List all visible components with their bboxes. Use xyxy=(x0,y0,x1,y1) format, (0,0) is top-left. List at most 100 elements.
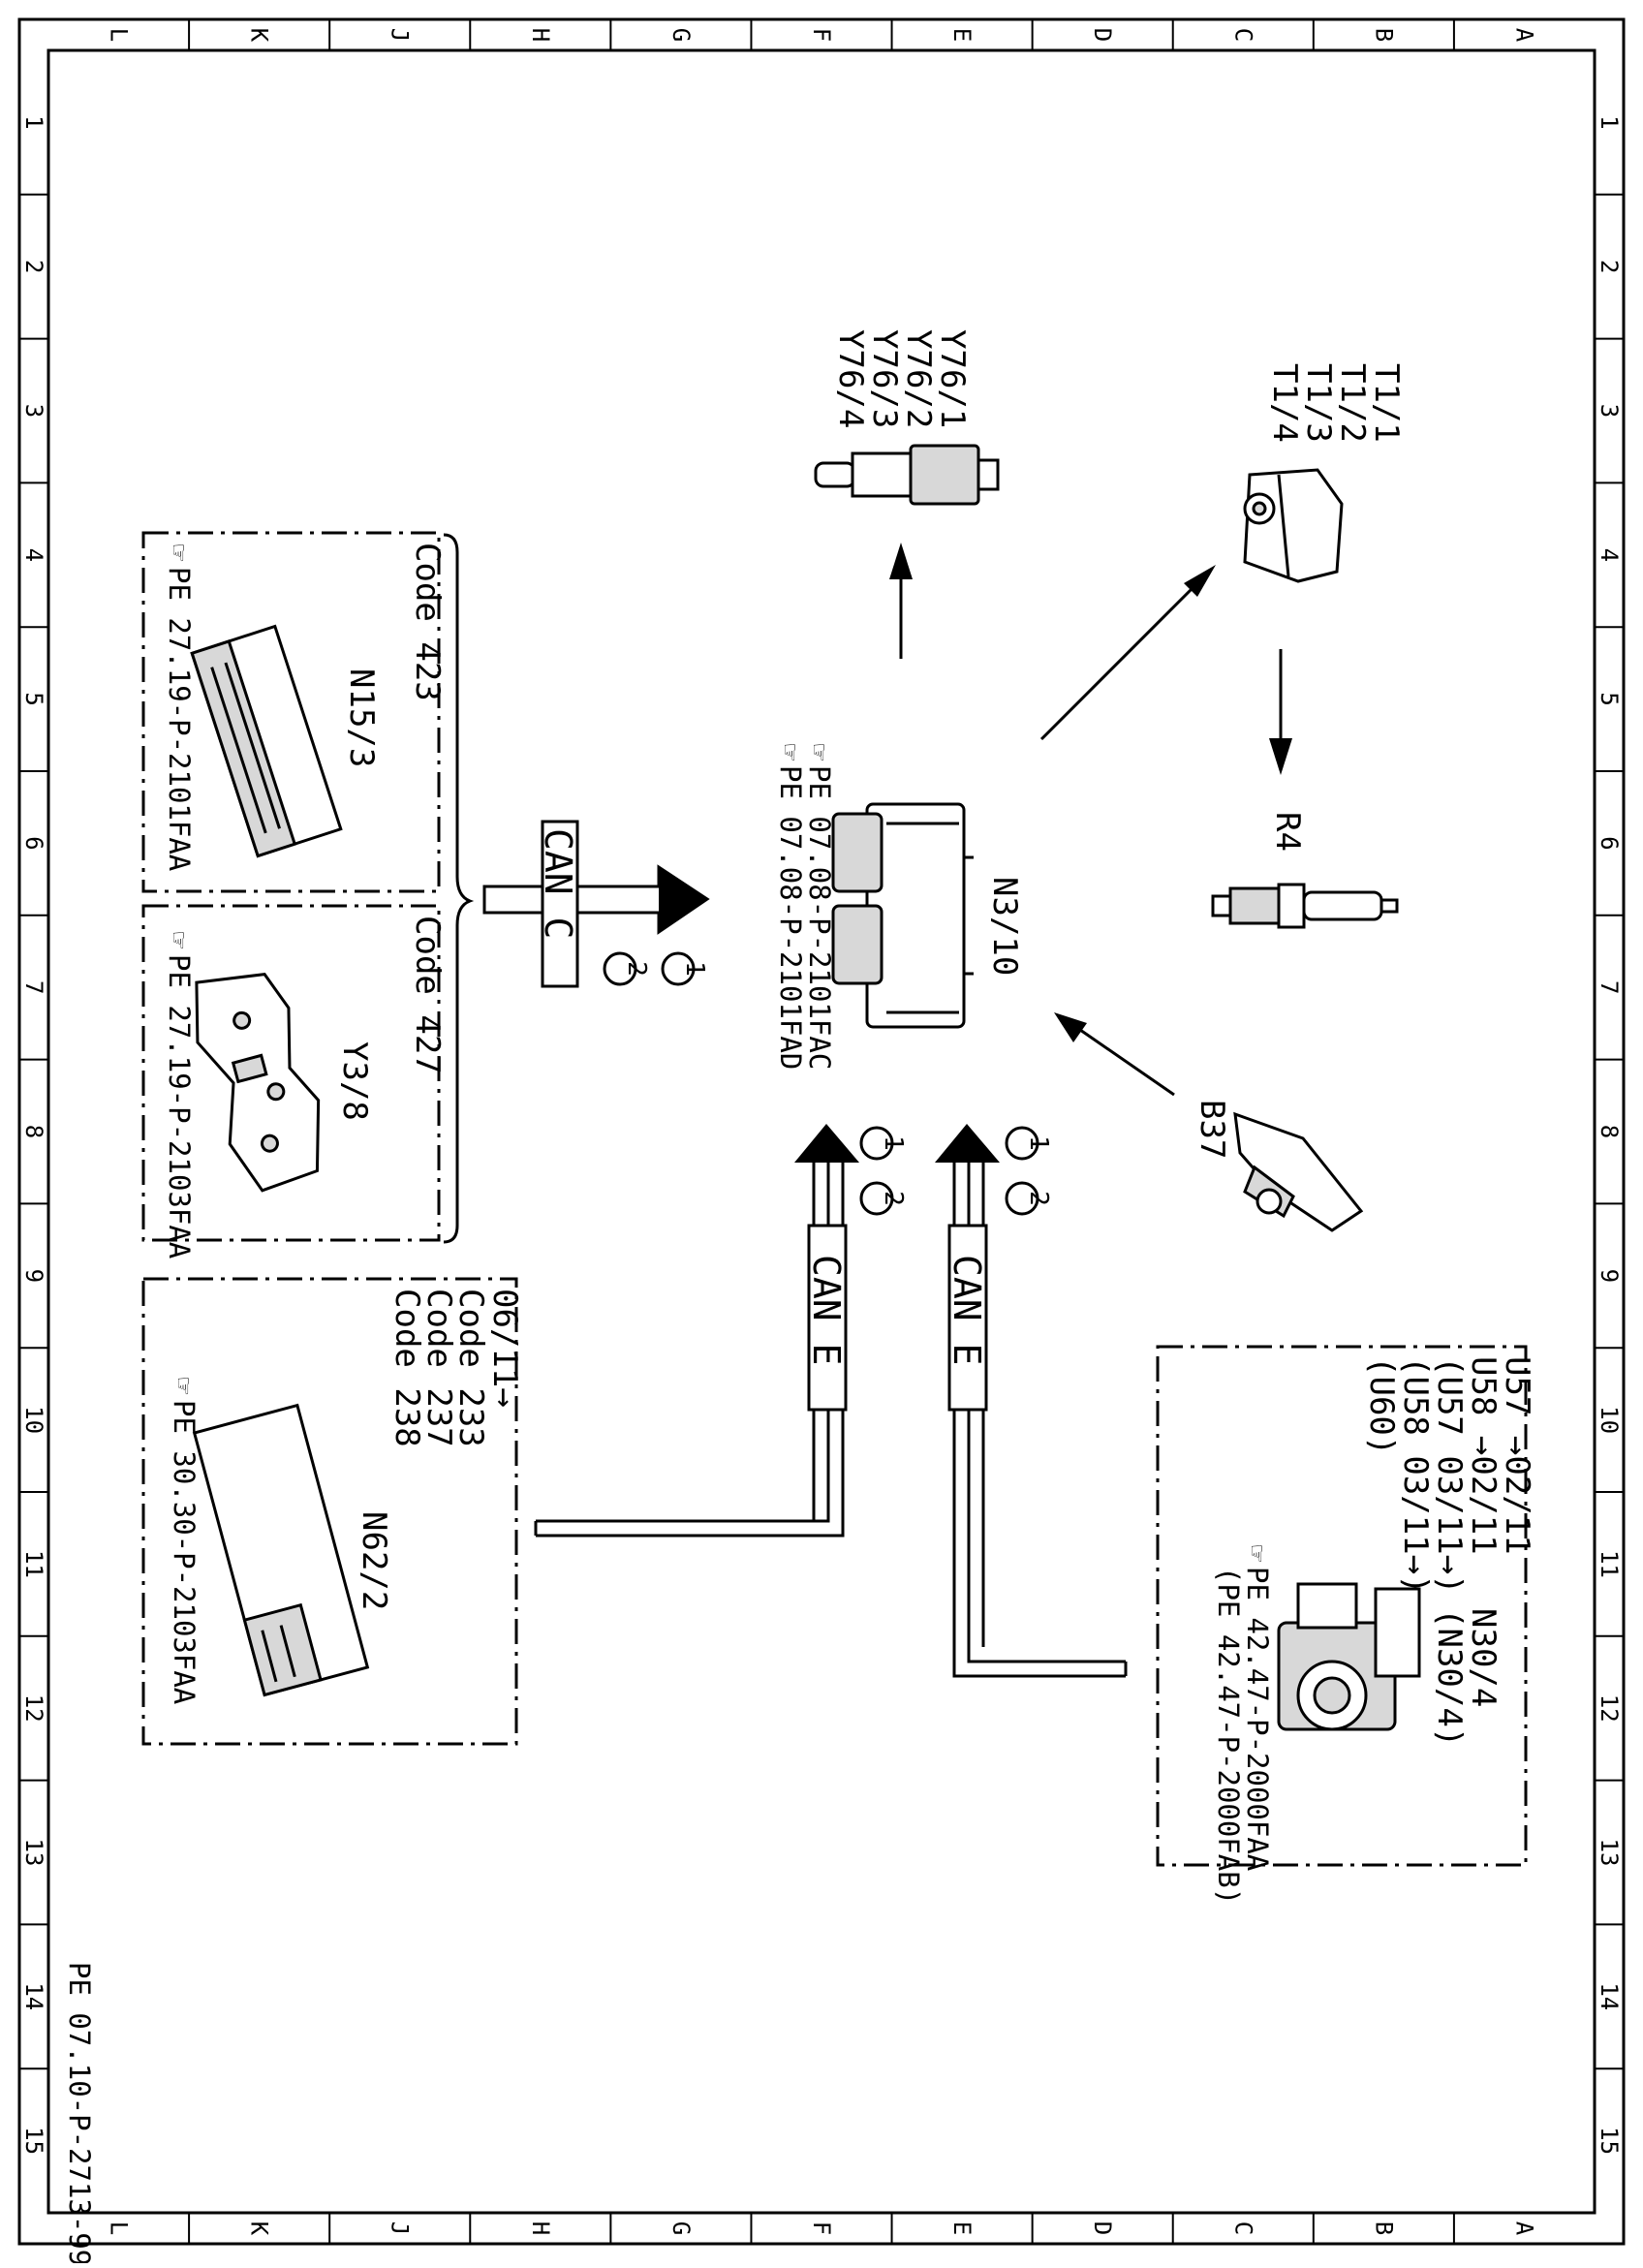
grid-label: 7 xyxy=(20,980,47,994)
control-module-icon xyxy=(190,624,343,858)
grid-label: 14 xyxy=(1596,1982,1623,2010)
grid-label: 9 xyxy=(1596,1269,1623,1283)
grid-label: F xyxy=(808,2221,835,2235)
grid-label: 12 xyxy=(20,1694,47,1723)
hand-icon: ☞ xyxy=(1241,1545,1274,1563)
grid-label: K xyxy=(246,2221,273,2236)
pedal-sensor-icon xyxy=(1233,1111,1364,1232)
n62-2-dashed-box xyxy=(141,1277,518,1746)
grid-label: 11 xyxy=(1596,1550,1623,1578)
can-e-left-circle-2 xyxy=(859,1181,894,1216)
can-e-right-circle-2 xyxy=(1005,1181,1039,1216)
n30-4-dashed-box xyxy=(1156,1345,1528,1867)
can-e-right-circle-1 xyxy=(1005,1126,1039,1161)
spark-plug-icon xyxy=(1211,883,1399,929)
can-c-circle-1-text: 1 xyxy=(680,961,709,977)
hand-icon: ☞ xyxy=(163,932,196,949)
grid-label: 8 xyxy=(20,1125,47,1138)
ecu-icon xyxy=(831,802,974,1029)
hand-icon: ☞ xyxy=(163,544,196,562)
grid-label: E xyxy=(948,28,976,42)
injector-icon xyxy=(814,444,1000,506)
grid-label: H xyxy=(527,2221,554,2235)
can-c-label: CAN C xyxy=(537,828,579,939)
grid-label: L xyxy=(106,2221,133,2235)
y76-injectors: Y76/1 Y76/2 Y76/3 Y76/4 xyxy=(814,329,1000,506)
abs-unit-icon xyxy=(1277,1582,1421,1731)
can-c-label-box xyxy=(541,820,579,988)
n30-4-variant-3: (U57 03/11→) xyxy=(1430,1356,1469,1595)
n62-2-ref: PE 30.30-P-2103FAA xyxy=(168,1400,201,1704)
grid-label: 11 xyxy=(20,1550,47,1578)
n30-4-variant-4: (U58 03/11→) xyxy=(1396,1356,1435,1595)
n62-2-label: N62/2 xyxy=(355,1511,393,1610)
grid-label: 6 xyxy=(1596,836,1623,850)
n30-4-ref2: (PE 42.47-P-2000FAB) xyxy=(1212,1567,1245,1905)
grid-label: 13 xyxy=(20,1839,47,1867)
n15-3-ref: PE 27.19-P-2101FAA xyxy=(163,567,196,871)
border-ticks xyxy=(19,19,1624,2244)
grid-label: 3 xyxy=(20,404,47,418)
can-e-left-label: CAN E xyxy=(805,1255,848,1365)
y76-3-label: Y76/3 xyxy=(865,329,904,428)
can-e-left-circle-1 xyxy=(859,1126,894,1161)
n30-4-module: U57 →02/11 U58 →02/11 (U57 03/11→) (U58 … xyxy=(1212,1356,1536,1905)
t1-1-label: T1/1 xyxy=(1367,363,1406,443)
grid-label: J xyxy=(387,28,414,42)
grid-label: 2 xyxy=(1596,260,1623,273)
grid-label: 9 xyxy=(20,1269,47,1283)
can-e-left-circle-1-text: 1 xyxy=(879,1135,908,1151)
t1-4-label: T1/4 xyxy=(1265,363,1304,443)
document-reference: PE 07.10-P-2713-99FAG xyxy=(63,1962,96,2263)
grid-label: C xyxy=(1229,2221,1256,2235)
y3-8-label: Y3/8 xyxy=(335,1041,374,1121)
n62-2-code-3: Code 238 xyxy=(388,1289,426,1447)
can-e-right-label-box xyxy=(947,1224,988,1412)
grid-label: 5 xyxy=(20,692,47,705)
grid-label: K xyxy=(246,28,273,43)
grid-label: 1 xyxy=(20,115,47,129)
grid-label: 15 xyxy=(20,2127,47,2155)
grid-label: 1 xyxy=(1596,115,1623,129)
grid-label: H xyxy=(527,28,554,42)
can-e-left-bus: CAN E 1 2 xyxy=(534,1124,908,1538)
grid-label: A xyxy=(1510,2221,1537,2236)
grid-label: 10 xyxy=(1596,1406,1623,1434)
grid-label: B xyxy=(1370,28,1397,42)
y3-8-valve-body: Code 427 Y3/8 PE 27.19-P-2103FAA ☞ xyxy=(163,916,447,1258)
grid-label: 2 xyxy=(20,260,47,273)
inner-frame xyxy=(46,48,1596,2215)
can-e-right-circle-1-text: 1 xyxy=(1024,1135,1053,1151)
grid-label: 12 xyxy=(1596,1694,1623,1723)
can-e-right-label: CAN E xyxy=(946,1255,988,1365)
can-c-bus: CAN C 1 2 xyxy=(482,820,710,988)
t1-ignition-coils: T1/1 T1/2 T1/3 T1/4 xyxy=(1243,363,1406,583)
grid-label: G xyxy=(667,2221,695,2235)
n30-4-variant-1: U57 →02/11 xyxy=(1498,1356,1536,1555)
n30-4-variant-2: U58 →02/11 xyxy=(1464,1356,1503,1555)
grid-label: A xyxy=(1510,28,1537,43)
r4-label: R4 xyxy=(1268,812,1307,852)
grid-label: 14 xyxy=(20,1982,47,2010)
n62-2-code-2: Code 237 xyxy=(419,1289,458,1447)
grid-label: 8 xyxy=(1596,1125,1623,1138)
n15-3-module: Code 423 N15/3 PE 27.19-P-2101FAA ☞ xyxy=(163,543,447,871)
control-module-icon xyxy=(192,1403,370,1697)
n62-2-date: 06/11→ xyxy=(485,1289,524,1408)
n15-3-label: N15/3 xyxy=(342,668,381,767)
n3-10-ref1: PE 07.08-P-2101FAC xyxy=(803,765,836,1070)
grid-label: 10 xyxy=(20,1406,47,1434)
can-e-right-bus: CAN E 1 2 xyxy=(935,1124,1128,1678)
can-e-left-label-box xyxy=(807,1224,848,1412)
grid-label: G xyxy=(667,28,695,42)
n30-4-variant-5: (U60) xyxy=(1362,1356,1401,1455)
n62-2-module: 06/11→ Code 233 Code 237 Code 238 N62/2 … xyxy=(168,1289,524,1704)
b37-pedal-sensor: B37 xyxy=(1193,1100,1364,1232)
n3-10-label: N3/10 xyxy=(985,877,1024,976)
y3-8-code: Code 427 xyxy=(408,916,447,1074)
n3-10-control-unit: N3/10 PE 07.08-P-2101FAC PE 07.08-P-2101… xyxy=(774,744,1024,1070)
grid-label: 4 xyxy=(20,548,47,562)
r4-spark-plug: R4 xyxy=(1211,812,1399,929)
grid-label: 7 xyxy=(1596,980,1623,994)
